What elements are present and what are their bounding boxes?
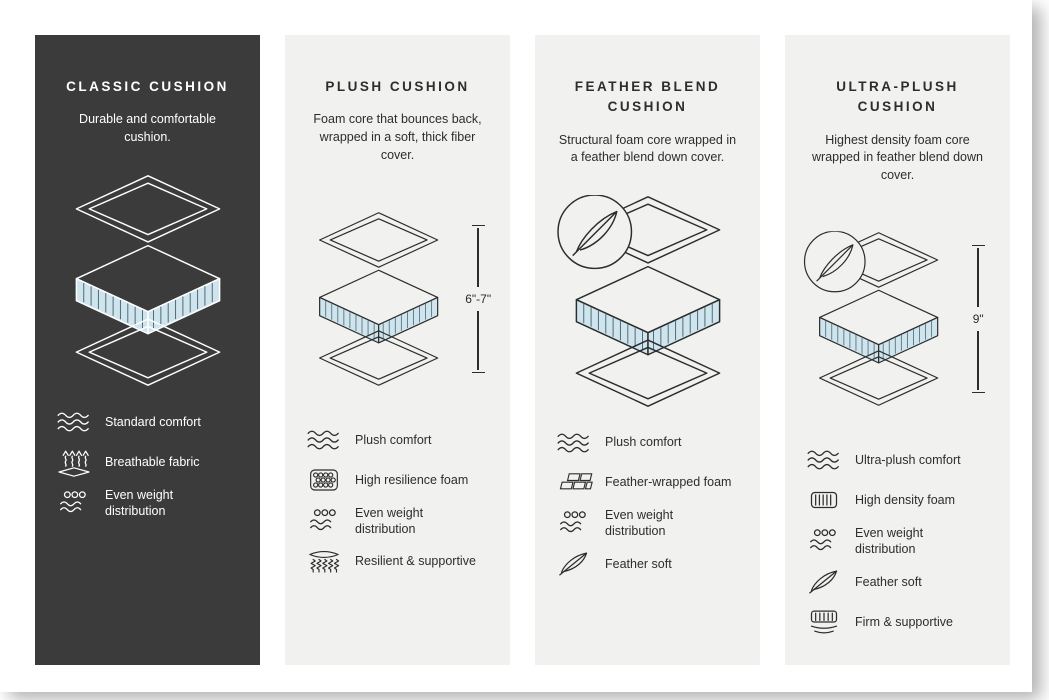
- feature-label: Even weight distribution: [855, 525, 924, 556]
- cushion-layers-diagram: [803, 224, 954, 414]
- feature-row: Feather soft: [803, 566, 992, 597]
- feature-row: Even weight distribution: [303, 505, 492, 538]
- feather-icon: [803, 567, 845, 597]
- dimension-line: [477, 227, 479, 287]
- card-plush-cushion: PLUSH CUSHION Foam core that bounces bac…: [285, 35, 510, 665]
- card-description: Highest density foam core wrapped in fea…: [812, 132, 983, 183]
- dimension-tick: [971, 391, 985, 393]
- card-classic-cushion: CLASSIC CUSHION Durable and comfortable …: [35, 35, 260, 665]
- even-weight-icon: [303, 506, 345, 536]
- feature-row: Resilient & supportive: [303, 546, 492, 577]
- feature-label: Plush comfort: [605, 435, 682, 450]
- dimension-line: [477, 310, 479, 370]
- dimension-line: [977, 330, 979, 390]
- feature-label: Plush comfort: [355, 432, 432, 447]
- feature-list: Plush comfort Feather-wrapped foam Even …: [553, 427, 742, 580]
- feature-label: Feather-wrapped foam: [605, 475, 732, 490]
- card-row: CLASSIC CUSHION Durable and comfortable …: [35, 35, 1010, 665]
- feature-row: Breathable fabric: [53, 447, 242, 478]
- feature-label: Standard comfort: [105, 415, 201, 430]
- feather-wrapped-foam-icon: [553, 468, 595, 498]
- dimension-tick: [471, 371, 485, 373]
- card-title: CLASSIC CUSHION: [66, 79, 229, 94]
- feature-row: Feather-wrapped foam: [553, 467, 742, 498]
- card-description: Structural foam core wrapped in a feathe…: [558, 132, 737, 165]
- card-description: Durable and comfortable cushion.: [79, 112, 216, 144]
- feature-label: Feather soft: [605, 556, 672, 571]
- feature-label: Resilient & supportive: [355, 554, 476, 569]
- high-density-foam-icon: [803, 485, 845, 515]
- dimension-marker: 6"-7": [464, 224, 492, 373]
- feature-row: Plush comfort: [553, 427, 742, 458]
- feature-label: High resilience foam: [355, 472, 469, 487]
- feather-badge-icon: [805, 231, 866, 292]
- feature-row: Ultra-plush comfort: [803, 445, 992, 476]
- feature-label: Ultra-plush comfort: [855, 453, 961, 468]
- feature-row: High density foam: [803, 485, 992, 516]
- card-feather-blend-cushion: FEATHER BLEND CUSHION Structural foam co…: [535, 35, 760, 665]
- dimension-line: [977, 247, 979, 307]
- feature-label: Breathable fabric: [105, 455, 200, 470]
- cushion-illustration: [53, 173, 242, 389]
- feature-label: High density foam: [855, 493, 956, 508]
- cushion-layers-diagram: [556, 195, 740, 408]
- feature-list: Plush comfort High resilience foam Even …: [303, 425, 492, 578]
- dimension-label: 6"-7": [465, 291, 492, 306]
- card-title: PLUSH CUSHION: [325, 79, 470, 94]
- card-title: ULTRA-PLUSH CUSHION: [836, 79, 959, 115]
- card-title: FEATHER BLEND CUSHION: [574, 79, 721, 115]
- wave-icon: [803, 445, 845, 475]
- cushion-illustration: 6"-7": [303, 191, 492, 407]
- card-ultra-plush-cushion: ULTRA-PLUSH CUSHION Highest density foam…: [785, 35, 1010, 665]
- feature-label: Firm & supportive: [855, 614, 953, 629]
- feature-label: Even weight distribution: [355, 505, 424, 536]
- card-description: Foam core that bounces back, wrapped in …: [313, 112, 482, 162]
- wave-icon: [303, 425, 345, 455]
- cushion-illustration: [553, 193, 742, 409]
- firm-icon: [803, 607, 845, 637]
- cushion-layers-diagram: [303, 204, 454, 394]
- feature-row: Even weight distribution: [53, 487, 242, 520]
- feature-row: Plush comfort: [303, 425, 492, 456]
- dimension-marker: 9": [964, 244, 992, 393]
- feature-row: Feather soft: [553, 549, 742, 580]
- cushion-layers-diagram: [56, 174, 240, 387]
- even-weight-icon: [53, 488, 95, 518]
- even-weight-icon: [803, 526, 845, 556]
- feature-row: Even weight distribution: [803, 525, 992, 558]
- cushion-illustration: 9": [803, 211, 992, 427]
- feature-row: Firm & supportive: [803, 606, 992, 637]
- breathable-icon: [53, 447, 95, 477]
- dimension-tick: [471, 224, 485, 226]
- honeycomb-icon: [303, 465, 345, 495]
- feature-label: Feather soft: [855, 574, 922, 589]
- feather-icon: [553, 549, 595, 579]
- even-weight-icon: [553, 508, 595, 538]
- feature-list: Standard comfort Breathable fabric Even …: [53, 407, 242, 520]
- dimension-tick: [971, 244, 985, 246]
- feature-row: Even weight distribution: [553, 507, 742, 540]
- cushion-comparison-infographic: CLASSIC CUSHION Durable and comfortable …: [35, 35, 1010, 665]
- feature-label: Even weight distribution: [105, 487, 174, 518]
- spring-icon: [303, 547, 345, 577]
- feature-list: Ultra-plush comfort High density foam Ev…: [803, 445, 992, 638]
- feather-badge-icon: [558, 195, 631, 268]
- wave-icon: [53, 407, 95, 437]
- dimension-label: 9": [972, 311, 984, 326]
- feature-row: High resilience foam: [303, 465, 492, 496]
- feature-label: Even weight distribution: [605, 508, 674, 539]
- feature-row: Standard comfort: [53, 407, 242, 438]
- wave-icon: [553, 428, 595, 458]
